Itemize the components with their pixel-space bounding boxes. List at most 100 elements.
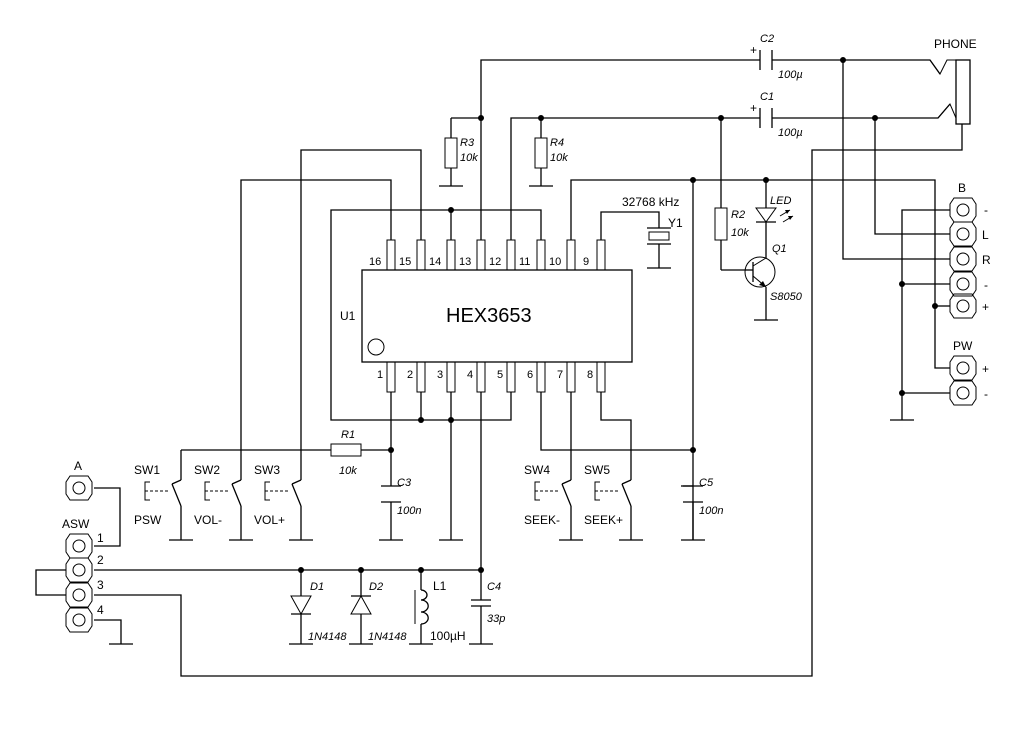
pin-label-10: 10	[549, 256, 561, 268]
c1-value: 100µ	[778, 127, 803, 139]
conn-b-pin-2: L	[982, 228, 989, 242]
d1-value: 1N4148	[308, 631, 347, 643]
c2-value: 100µ	[778, 69, 803, 81]
r2-value: 10k	[731, 227, 749, 239]
c3-ref: C3	[397, 477, 412, 489]
sw4-ref: SW4	[524, 463, 550, 477]
inductor-l1[interactable]	[414, 589, 429, 625]
conn-a-label: A	[74, 459, 82, 473]
conn-asw-label: ASW	[62, 517, 90, 531]
sw3-ref: SW3	[254, 463, 280, 477]
switch-sw1[interactable]	[144, 479, 193, 541]
pin-label-5: 5	[497, 369, 503, 381]
connector-a[interactable]	[65, 475, 93, 501]
phone-contact-top	[929, 59, 956, 75]
c4-ref: C4	[487, 581, 501, 593]
q1-value: S8050	[770, 291, 803, 303]
conn-b-label: B	[958, 181, 966, 195]
d2-ref: D2	[369, 581, 383, 593]
sw5-name: SEEK+	[584, 513, 623, 527]
conn-b-pin-1: -	[984, 203, 988, 217]
sw1-name: PSW	[134, 513, 162, 527]
c5-value: 100n	[699, 505, 723, 517]
ic-pin1-marker	[367, 338, 385, 356]
r2-ref: R2	[731, 209, 745, 221]
diode-d1[interactable]	[290, 595, 312, 616]
y1-ref: Y1	[668, 216, 683, 230]
l1-value: 100µH	[430, 629, 466, 643]
pin-label-16: 16	[369, 256, 381, 268]
crystal-y1[interactable]	[647, 227, 671, 245]
sw2-ref: SW2	[194, 463, 220, 477]
switch-sw5[interactable]	[594, 479, 643, 541]
pin-label-3: 3	[437, 369, 443, 381]
c5-ref: C5	[699, 477, 714, 489]
phone-label: PHONE	[934, 37, 977, 51]
pin-label-13: 13	[459, 256, 471, 268]
sw4-name: SEEK-	[524, 513, 560, 527]
c1-symbol[interactable]	[759, 108, 773, 128]
conn-b-pin-4: -	[984, 278, 988, 292]
sw5-ref: SW5	[584, 463, 610, 477]
r4-body[interactable]	[534, 137, 548, 169]
r2-body[interactable]	[714, 207, 728, 241]
switch-sw3[interactable]	[264, 479, 313, 541]
c4-symbol[interactable]	[471, 599, 491, 607]
c5-symbol[interactable]	[683, 485, 703, 503]
l1-ref: L1	[433, 579, 447, 593]
conn-b-pin-5: +	[982, 300, 989, 314]
c2-symbol[interactable]	[759, 50, 773, 70]
c4-value: 33p	[487, 613, 505, 625]
c3-value: 100n	[397, 505, 421, 517]
y1-value: 32768 kHz	[622, 195, 679, 209]
c2-polarity: +	[750, 43, 757, 57]
pin-label-14: 14	[429, 256, 441, 268]
diode-d2[interactable]	[350, 594, 372, 615]
transistor-q1[interactable]	[744, 256, 776, 288]
sw3-name: VOL+	[254, 513, 285, 527]
switch-sw4[interactable]	[534, 479, 583, 541]
connector-b[interactable]	[949, 197, 977, 319]
c2-ref: C2	[760, 33, 774, 45]
pin-label-1: 1	[377, 369, 383, 381]
d2-value: 1N4148	[368, 631, 407, 643]
r3-value: 10k	[460, 152, 478, 164]
led-ref: LED	[770, 195, 791, 207]
r1-body[interactable]	[330, 443, 362, 457]
junction-dots	[298, 57, 938, 573]
pin-label-12: 12	[489, 256, 501, 268]
r4-ref: R4	[550, 137, 564, 149]
c1-polarity: +	[750, 101, 757, 115]
connector-asw[interactable]	[65, 533, 93, 633]
connector-pw[interactable]	[949, 355, 977, 406]
ic-ref-label: U1	[340, 309, 356, 323]
phone-contact-mid	[937, 103, 957, 119]
ic-part-label: HEX3653	[446, 305, 532, 327]
conn-asw-pin-2: 2	[97, 553, 104, 567]
conn-pw-pin-1: +	[982, 362, 989, 376]
pin-label-8: 8	[587, 369, 593, 381]
conn-asw-pin-4: 4	[97, 603, 104, 617]
phone-jack[interactable]	[955, 59, 971, 125]
r3-ref: R3	[460, 137, 475, 149]
conn-asw-pin-3: 3	[97, 578, 104, 592]
conn-b-pin-3: R	[982, 253, 991, 267]
led-symbol[interactable]	[755, 202, 794, 226]
r1-value: 10k	[339, 465, 357, 477]
sw2-name: VOL-	[194, 513, 222, 527]
pin-label-2: 2	[407, 369, 413, 381]
ic-body[interactable]	[361, 269, 633, 363]
pin-label-11: 11	[519, 256, 530, 268]
d1-ref: D1	[310, 581, 324, 593]
c3-symbol[interactable]	[381, 485, 401, 503]
pin-label-9: 9	[583, 256, 589, 268]
ic-bottom-pins	[386, 361, 606, 393]
pin-label-6: 6	[527, 369, 533, 381]
r3-body[interactable]	[444, 137, 458, 169]
switch-sw2[interactable]	[204, 479, 253, 541]
sw1-ref: SW1	[134, 463, 160, 477]
conn-pw-label: PW	[953, 339, 973, 353]
pin-label-15: 15	[399, 256, 411, 268]
r4-value: 10k	[550, 152, 568, 164]
